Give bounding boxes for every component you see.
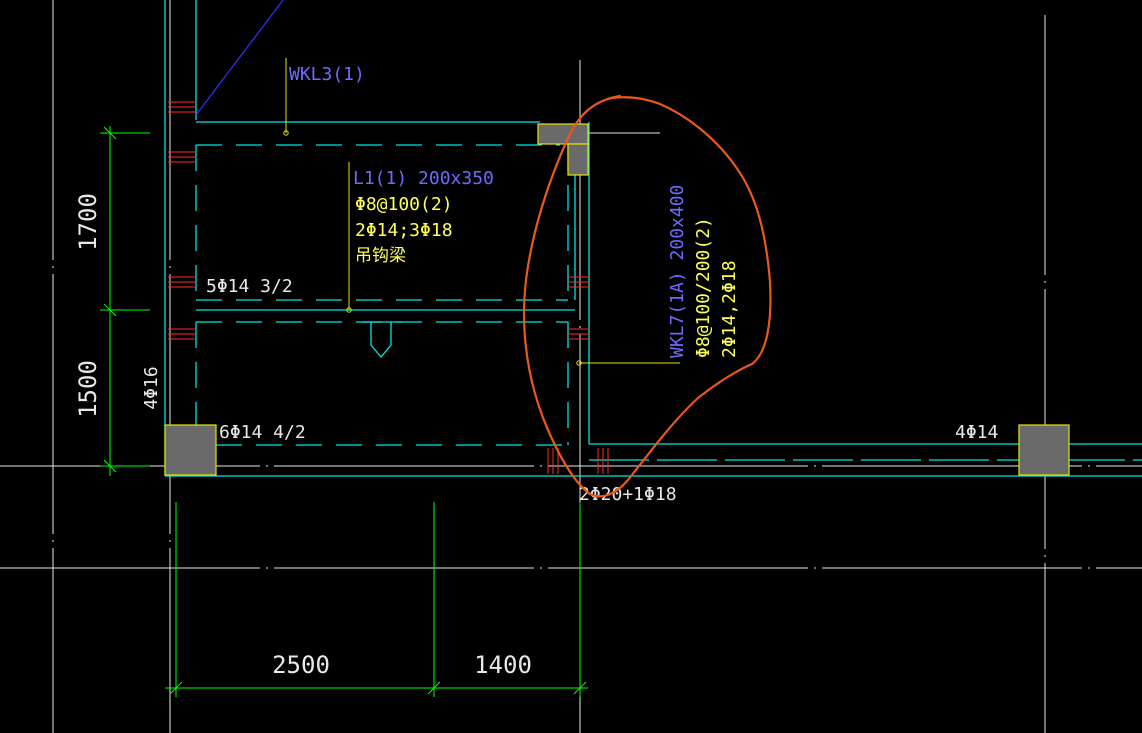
dim-text-2500: 2500 <box>272 651 330 679</box>
label-l1-size: L1(1) 200x350 <box>353 168 494 189</box>
dim-tick-left <box>169 681 183 695</box>
rebar-mark-6 <box>568 328 589 340</box>
label-6phi14: 6Φ14 4/2 <box>219 422 306 443</box>
dim-text-1400: 1400 <box>474 651 532 679</box>
wkl7-leader-point <box>576 360 582 366</box>
leader-lines <box>285 58 680 364</box>
label-4phi14: 4Φ14 <box>955 422 998 443</box>
diagonal-line <box>195 0 284 116</box>
rebar-mark-7 <box>547 448 559 474</box>
column-top-right[interactable] <box>537 123 589 145</box>
rebar-mark-2 <box>168 151 196 163</box>
label-bottom-bars: 2Φ20+1Φ18 <box>579 484 677 505</box>
label-wkl7-stirrup: Φ8@100/200(2) <box>693 217 714 358</box>
dim-tick-top <box>103 126 117 140</box>
rebar-mark-4 <box>168 328 196 340</box>
label-wkl3: WKL3(1) <box>289 64 365 85</box>
dim-text-1500: 1500 <box>74 360 102 418</box>
label-5phi14: 5Φ14 3/2 <box>206 276 293 297</box>
l1-leader-point <box>346 307 352 313</box>
label-wkl7-size: WKL7(1A) 200x400 <box>667 185 688 358</box>
label-l1-bars: 2Φ14;3Φ18 <box>355 220 453 241</box>
wkl3-leader-point <box>283 130 289 136</box>
dim-tick-mid <box>103 303 117 317</box>
rebar-mark-3 <box>168 276 196 288</box>
column-top-right-stub[interactable] <box>567 143 589 176</box>
column-bottom-right[interactable] <box>1018 424 1070 476</box>
rebar-mark-1 <box>168 101 196 113</box>
label-l1-note: 吊钩梁 <box>355 246 406 266</box>
column-bottom-left[interactable] <box>164 424 217 476</box>
columns <box>164 123 1070 476</box>
leader-points <box>283 130 582 366</box>
rebar-mark-8 <box>597 448 609 474</box>
label-wkl7-bars: 2Φ14,2Φ18 <box>719 260 740 358</box>
label-l1-stirrup: Φ8@100(2) <box>355 194 453 215</box>
dim-tick-bottom <box>103 459 117 473</box>
annotation-circle <box>522 94 772 498</box>
label-4phi16: 4Φ16 <box>141 366 162 409</box>
dim-text-1700: 1700 <box>74 193 102 251</box>
dim-tick-centre <box>427 681 441 695</box>
hanger-symbol <box>370 322 392 359</box>
rebar-mark-5 <box>568 276 589 288</box>
dimension-lines <box>100 126 588 697</box>
dim-tick-right <box>573 681 587 695</box>
